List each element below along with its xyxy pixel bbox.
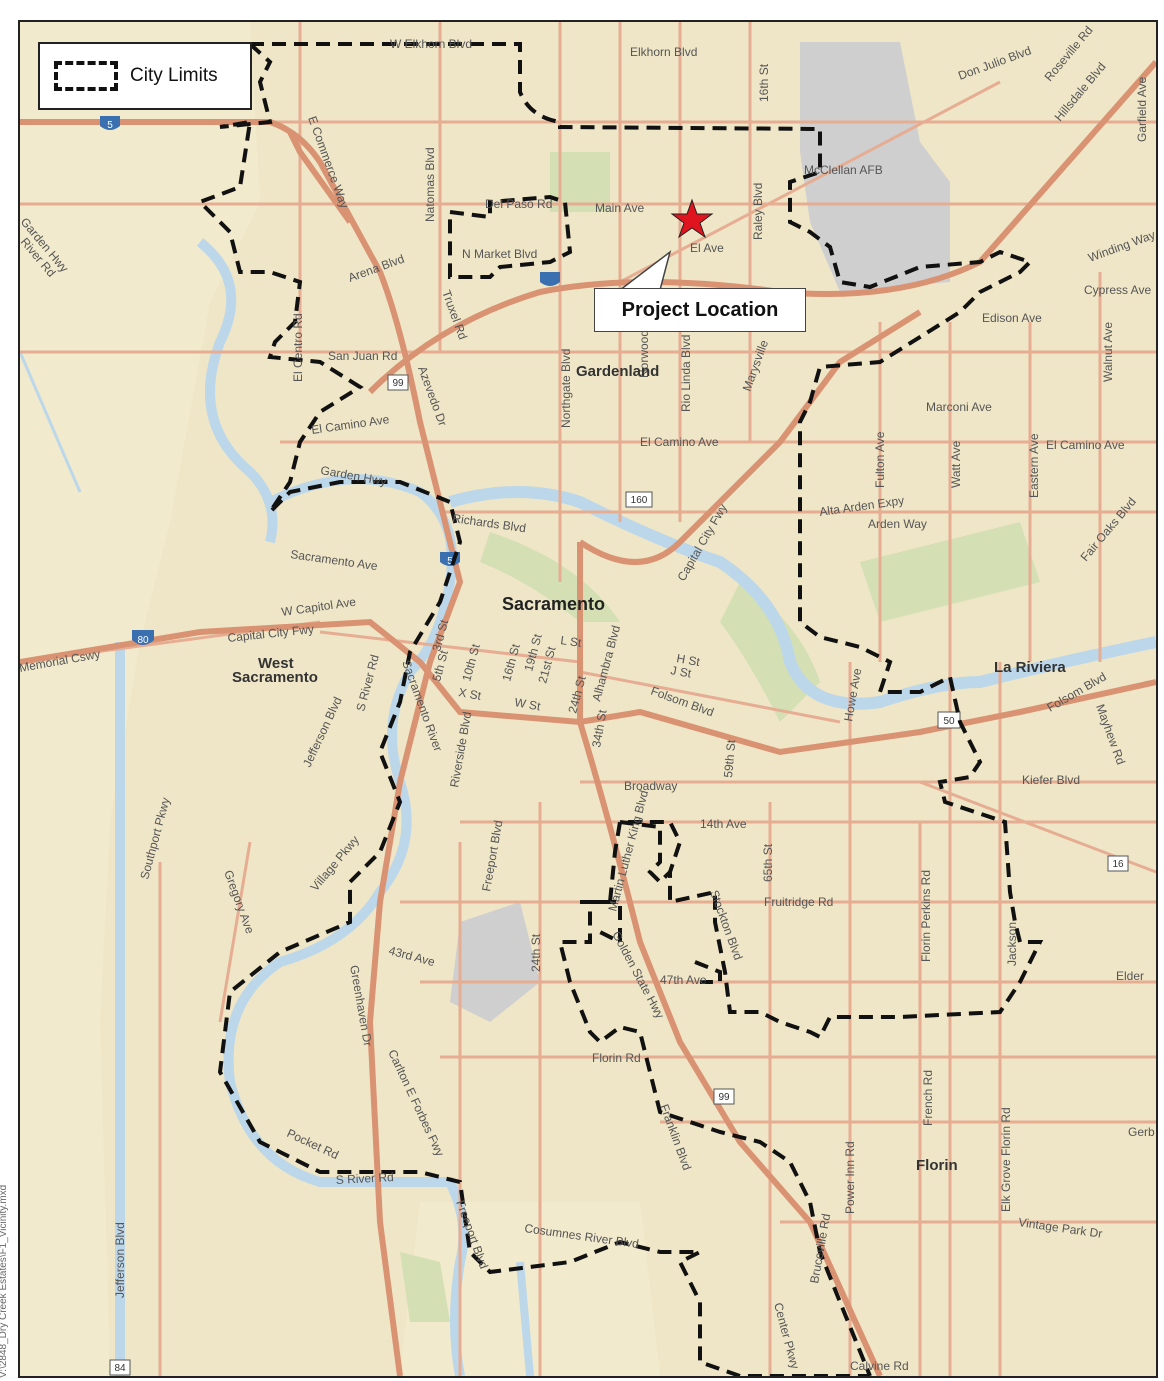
svg-text:99: 99 — [718, 1092, 730, 1103]
label-rio-linda: Rio Linda Blvd — [679, 335, 693, 412]
arterial-roads — [20, 22, 1156, 1376]
label-jefferson-s: Jefferson Blvd — [113, 1222, 127, 1298]
city-limits-boundary — [196, 42, 1044, 1376]
label-san-juan: San Juan Rd — [328, 349, 397, 363]
svg-text:80: 80 — [137, 635, 149, 646]
label-24th-s: 24th St — [529, 933, 543, 972]
label-47th: 47th Ave — [660, 973, 707, 987]
project-location-callout: Project Location — [594, 288, 806, 332]
label-el-camino-c: El Camino Ave — [640, 435, 719, 449]
label-gardenland: Gardenland — [576, 363, 659, 380]
label-broadway: Broadway — [624, 779, 677, 793]
label-mcclellan: McClellan AFB — [804, 163, 883, 177]
label-jackson: Jackson — [1005, 922, 1019, 966]
label-16th: 16th St — [757, 63, 771, 102]
svg-text:99: 99 — [392, 378, 404, 389]
legend-city-limits-label: City Limits — [130, 65, 218, 86]
map-frame: 5 5 80 50 99 99 160 16 84 — [18, 20, 1158, 1378]
legend: City Limits — [38, 42, 252, 110]
svg-text:16: 16 — [1112, 859, 1124, 870]
label-west-sacramento: Sacramento — [232, 669, 318, 686]
label-florin-perkins: Florin Perkins Rd — [919, 870, 933, 962]
svg-text:5: 5 — [447, 556, 453, 567]
map-canvas: 5 5 80 50 99 99 160 16 84 — [20, 22, 1156, 1376]
label-34th: 34th St — [589, 708, 610, 749]
park-south — [400, 1252, 450, 1322]
river-american — [448, 486, 1156, 710]
mcclellan-afb-area — [800, 42, 950, 292]
label-la-riviera: La Riviera — [994, 659, 1066, 676]
label-florin: Florin — [916, 1157, 958, 1174]
executive-airport-area — [450, 902, 540, 1022]
label-florin-rd: Florin Rd — [592, 1051, 641, 1065]
shield-us50: 50 — [937, 711, 961, 729]
label-edison: Edison Ave — [982, 311, 1042, 325]
label-el-centro: El Centro Rd — [291, 313, 305, 382]
label-power-inn: Power Inn Rd — [843, 1141, 857, 1214]
label-fulton: Fulton Ave — [873, 431, 887, 488]
shield-sr84: 84 — [109, 1359, 131, 1376]
label-fruitridge: Fruitridge Rd — [764, 895, 833, 909]
shield-sr99-south: 99 — [713, 1088, 735, 1105]
label-elkhorn: Elkhorn Blvd — [630, 45, 697, 59]
label-cypress: Cypress Ave — [1084, 283, 1151, 297]
project-location-star — [670, 198, 714, 239]
label-n-market: N Market Blvd — [462, 247, 537, 261]
label-el-camino-e: El Camino Ave — [1046, 438, 1125, 452]
label-sacramento: Sacramento — [502, 594, 605, 614]
shield-sr16: 16 — [1107, 855, 1129, 872]
label-raley: Raley Blvd — [751, 183, 765, 240]
shield-i5-north: 5 — [100, 116, 120, 131]
label-kiefer: Kiefer Blvd — [1022, 773, 1080, 787]
label-w-elkhorn: W Elkhorn Blvd — [390, 37, 472, 51]
label-j-st: J St — [669, 663, 692, 680]
svg-text:160: 160 — [631, 495, 648, 506]
creek-south — [516, 1261, 534, 1376]
label-el-ave: El Ave — [690, 241, 724, 255]
label-w-st: W St — [513, 695, 542, 713]
shield-sr99-north: 99 — [387, 374, 409, 391]
label-west: West — [258, 655, 294, 672]
label-arden-way: Arden Way — [868, 517, 927, 531]
label-natomas: Natomas Blvd — [423, 147, 437, 222]
label-eastern: Eastern Ave — [1027, 433, 1041, 498]
canal-north — [20, 351, 82, 493]
label-14th-ave: 14th Ave — [700, 817, 747, 831]
svg-text:5: 5 — [107, 120, 113, 131]
file-path-note: V:\2848_Dry Creek Estates\F1_Vicinity.mx… — [0, 1184, 9, 1378]
label-del-paso: Del Paso Rd — [485, 197, 552, 211]
label-elk-grove-florin: Elk Grove Florin Rd — [999, 1107, 1013, 1212]
label-59th: 59th St — [721, 738, 738, 778]
svg-text:84: 84 — [114, 1363, 126, 1374]
rural-area-west — [20, 22, 260, 1376]
label-l-st: L St — [560, 633, 583, 650]
label-65th: 65th St — [761, 843, 775, 882]
label-s-river-rd: S River Rd — [335, 1170, 394, 1187]
label-northgate: Northgate Blvd — [559, 349, 573, 428]
park-discovery — [480, 532, 620, 622]
label-h-st: H St — [675, 651, 701, 669]
shield-i80-ramp — [540, 272, 560, 286]
label-elder: Elder — [1116, 969, 1144, 983]
label-marconi: Marconi Ave — [926, 400, 992, 414]
legend-city-limits-swatch — [54, 61, 118, 91]
river-sacramento-north — [196, 238, 278, 544]
label-x-st: X St — [457, 685, 482, 703]
label-gerber: Gerb — [1128, 1125, 1155, 1139]
label-calvine: Calvine Rd — [850, 1359, 909, 1373]
shield-i80: 80 — [132, 630, 154, 646]
label-watt: Watt Ave — [949, 440, 963, 488]
label-garfield: Garfield Ave — [1135, 77, 1149, 142]
park-american-river — [720, 582, 820, 722]
svg-text:50: 50 — [943, 716, 955, 727]
label-main-ave: Main Ave — [595, 201, 644, 215]
park-north — [550, 152, 610, 212]
label-norwood: Norwood — [637, 330, 651, 378]
label-french: French Rd — [921, 1070, 935, 1126]
shield-sr160: 160 — [625, 491, 653, 508]
label-walnut: Walnut Ave — [1101, 322, 1115, 382]
